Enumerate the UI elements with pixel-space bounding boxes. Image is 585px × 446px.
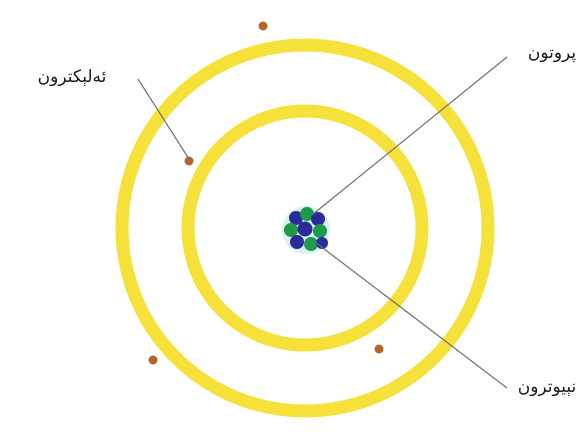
proton-particle	[284, 223, 298, 237]
proton-particle	[313, 224, 327, 238]
neutron-particle	[311, 212, 325, 226]
proton-label: پروتون	[528, 43, 577, 63]
proton-particle	[300, 207, 314, 221]
proton-particle	[304, 237, 318, 251]
electron-inner-bottom-right	[374, 344, 384, 354]
neutron-particle	[290, 235, 304, 249]
electron-inner-left	[184, 156, 194, 166]
proton-leader-line	[311, 56, 508, 216]
electron-outer-top	[258, 21, 268, 31]
neutron-leader-line	[314, 241, 508, 389]
neutron-particle	[316, 237, 328, 249]
neutron-label: نېيوترون	[518, 377, 577, 397]
inner-orbit	[181, 104, 429, 352]
neutron-particle	[289, 211, 303, 225]
neutron-particle	[297, 221, 313, 237]
electron-label: ئەلېكترون	[38, 67, 107, 87]
outer-orbit	[115, 38, 495, 418]
electron-outer-bottom-left	[148, 355, 158, 365]
electron-leader-line	[137, 78, 190, 160]
nucleus	[282, 206, 330, 254]
